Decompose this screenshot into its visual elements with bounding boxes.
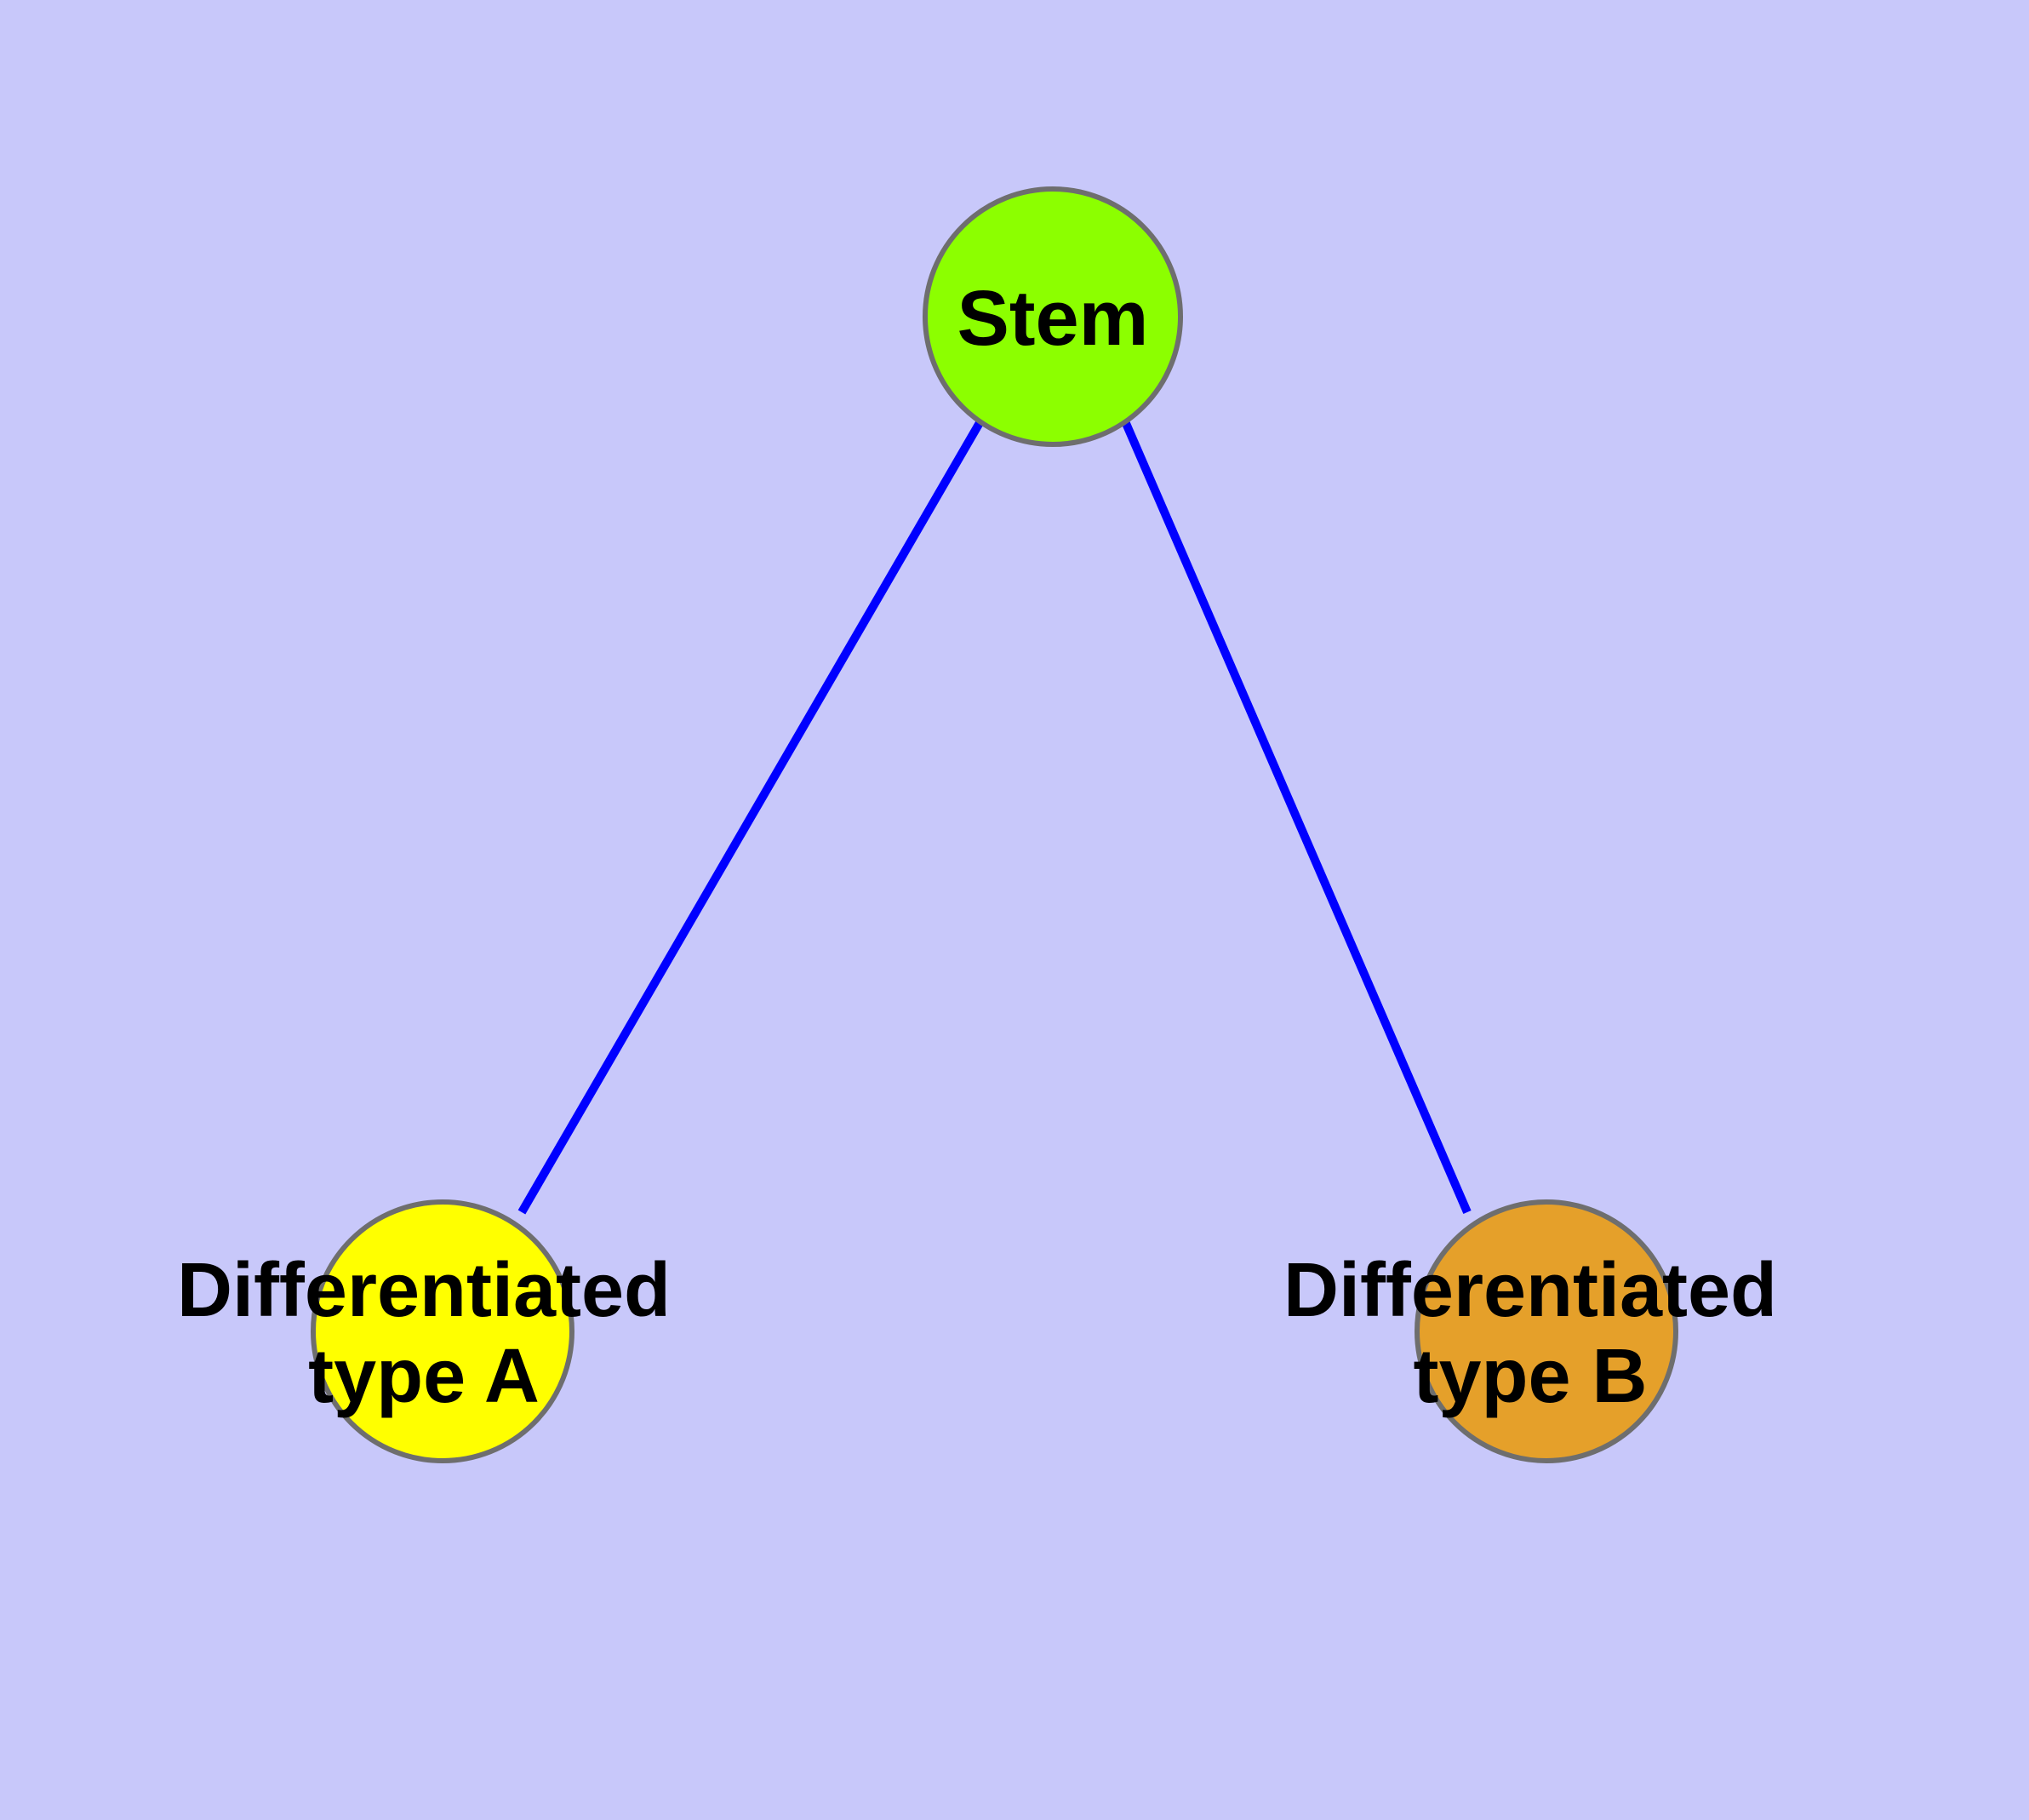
nodes-layer: [311, 186, 1678, 1463]
node-label-line: type A: [308, 1334, 540, 1419]
node-label-stem: Stem: [957, 275, 1149, 362]
node-label-line: type B: [1413, 1334, 1647, 1419]
node-circle-differentiated-type-a[interactable]: [311, 1199, 574, 1463]
edge-stem-to-differentiated-type-a: [517, 419, 985, 1215]
node-label-line: Differentiated: [177, 1248, 671, 1333]
node-label-line: Differentiated: [1283, 1248, 1777, 1333]
node-differentiated-type-b[interactable]: [1415, 1199, 1678, 1463]
edge-stem-to-differentiated-type-b: [1121, 420, 1472, 1214]
node-label-line: Stem: [957, 275, 1149, 362]
edges-layer: [517, 419, 1472, 1215]
node-differentiated-type-a[interactable]: [311, 1199, 574, 1463]
node-circle-stem[interactable]: [923, 186, 1183, 447]
node-circle-differentiated-type-b[interactable]: [1415, 1199, 1678, 1463]
node-stem[interactable]: [923, 186, 1183, 447]
